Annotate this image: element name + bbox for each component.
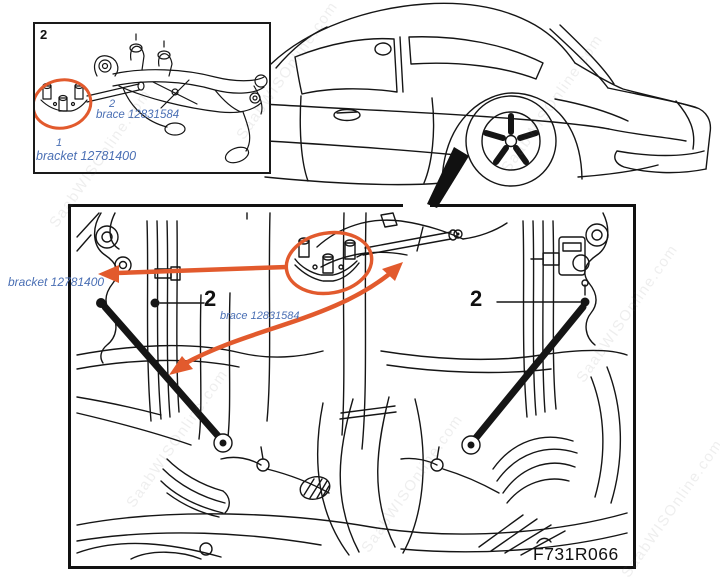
brace-part-drawing <box>356 229 463 258</box>
rear-wheel <box>465 95 557 187</box>
inset-bracket-label: bracket 12781400 <box>36 149 137 163</box>
door-handle <box>333 108 361 122</box>
subframe-and-suspension <box>76 344 628 560</box>
subframe-outline <box>94 33 268 164</box>
inset-corner-label: 2 <box>40 27 48 42</box>
bracket-part-drawing <box>40 81 145 112</box>
main-left-callout-number: 2 <box>204 286 217 311</box>
right-brace-installed <box>461 279 590 455</box>
left-brace-installed <box>96 298 233 453</box>
inset-callout-number-brace: 2 <box>109 98 116 110</box>
underbody-view-panel <box>68 204 636 569</box>
right-side-structure <box>522 212 622 504</box>
convertible-car-outline <box>262 2 712 186</box>
subframe-inset-panel: 2 2 brace 12831584 1 bracket 12781400 <box>31 22 271 174</box>
figure-code: F731R066 <box>533 544 619 564</box>
bracket-part-drawing <box>294 237 360 282</box>
inset-callout-number-bracket: 1 <box>56 137 63 149</box>
underbody-drawing <box>76 212 628 560</box>
main-brace-label: brace 12831584 <box>220 310 300 322</box>
transfer-arrow-brace <box>169 262 403 375</box>
main-right-callout-number: 2 <box>470 286 483 311</box>
arrow-to-bracket-location <box>98 264 288 283</box>
car-side-view-drawing <box>262 2 712 187</box>
highlight-circle <box>284 230 374 296</box>
orange-annotations <box>98 230 403 375</box>
highlight-circle <box>31 78 93 130</box>
main-bracket-label: bracket 12781400 <box>8 275 105 289</box>
inset-brace-label: brace 12831584 <box>96 109 180 121</box>
left-side-structure <box>76 212 181 422</box>
